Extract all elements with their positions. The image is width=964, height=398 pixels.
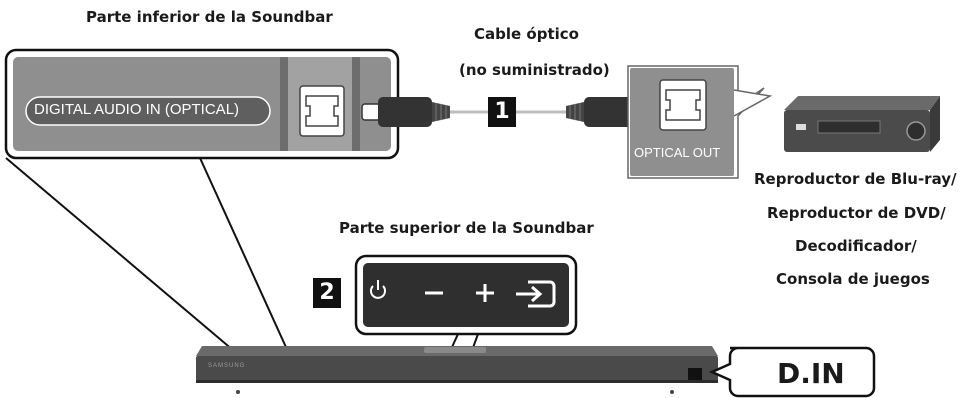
soundbar-bottom-callout	[4, 48, 400, 160]
device-label-line2: Reproductor de DVD/	[767, 204, 946, 222]
soundbar-bottom-title: Parte inferior de la Soundbar	[86, 8, 333, 26]
zoom-line-left	[5, 157, 241, 357]
bluray-player-icon	[784, 96, 940, 152]
device-label-line1: Reproductor de Blu-ray/	[754, 170, 957, 188]
power-icon[interactable]	[370, 280, 386, 299]
zoom-line-right	[199, 157, 291, 357]
cable-label-line1: Cable óptico	[474, 25, 579, 43]
source-icon[interactable]	[516, 280, 556, 308]
optical-out-callout	[627, 65, 773, 179]
samsung-logo: SAMSUNG	[208, 363, 246, 369]
display-callout	[708, 346, 876, 398]
soundbar-top-title: Parte superior de la Soundbar	[339, 219, 594, 237]
digital-audio-in-label: DIGITAL AUDIO IN (OPTICAL)	[34, 101, 240, 118]
device-label-line3: Decodificador/	[795, 237, 917, 255]
display-window	[688, 368, 702, 380]
step-2-badge: 2	[313, 278, 341, 308]
optical-out-label: OPTICAL OUT	[634, 145, 721, 160]
soundbar	[196, 346, 718, 394]
cable-label-line2: (no suministrado)	[459, 61, 610, 79]
optical-cable	[361, 97, 655, 127]
digital-audio-in-label-pill	[25, 96, 271, 126]
soundbar-top-panel-callout	[354, 254, 578, 336]
display-text: D.IN	[777, 357, 845, 390]
optical-in-port	[299, 85, 345, 137]
optical-out-port	[659, 79, 707, 131]
step-1-badge: 1	[488, 97, 516, 127]
volume-up-button[interactable]	[476, 284, 494, 302]
top-control-strip	[424, 347, 486, 353]
device-label-line4: Consola de juegos	[776, 270, 930, 288]
